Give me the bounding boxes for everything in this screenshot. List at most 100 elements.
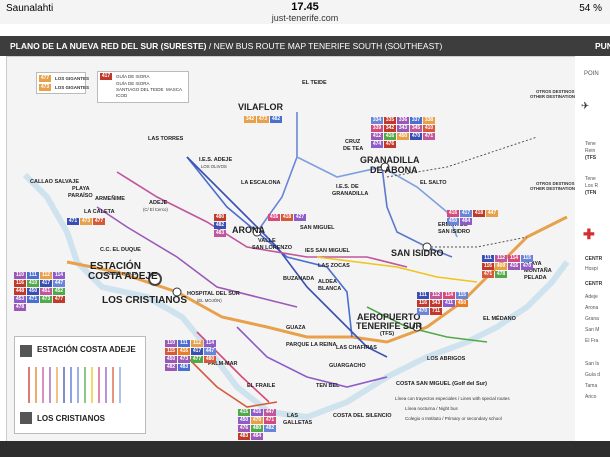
clock: 17.45	[291, 1, 319, 13]
place-parque-la-reina: PARQUE LA REINA	[286, 342, 337, 348]
address-bar-url[interactable]: just-tenerife.com	[271, 13, 339, 23]
route-chip: 482	[214, 222, 226, 229]
legend-guia-isora-2: GUÍA DE ISORA	[116, 81, 150, 86]
place-galletas: GALLETAS	[283, 420, 313, 426]
route-chip: 451	[40, 288, 52, 295]
route-chip: 473	[257, 116, 269, 123]
route-chip: 447	[486, 210, 498, 217]
route-chip: 470	[251, 417, 263, 424]
place-ten-bel: TEN BEL	[316, 383, 340, 389]
place-ies-adeje: I.E.S. ADEJE	[199, 157, 233, 163]
place-ies-san-miguel: IES SAN MIGUEL	[305, 248, 350, 254]
route-chip: 478	[14, 304, 26, 311]
route-chip: 115	[521, 255, 533, 262]
route-chip: 342	[384, 125, 396, 132]
gigantes-legend: 477 LOS GIGANTES 473 LOS GIGANTES	[36, 72, 89, 94]
legend-santiago: SANTIAGO DEL TEIDE	[116, 87, 164, 92]
rp-line-16: San Is	[585, 361, 600, 367]
rp-line-2: Tene	[585, 141, 596, 147]
route-chip: 411	[443, 300, 455, 307]
route-chip: 447	[264, 409, 276, 416]
route-chip: 477	[93, 218, 105, 225]
route-chip: 115	[165, 348, 177, 355]
route-chip: 473	[39, 84, 51, 91]
points-panel: POIN ✈ Tene Rein (TFS Tene Los R (TFN ✚ …	[575, 56, 610, 441]
route-chip: 711	[430, 308, 442, 315]
legend-school: Colegio o Instituto / Primary or seconda…	[405, 416, 502, 421]
route-chip: 416	[384, 133, 396, 140]
station-icon-2	[20, 412, 32, 424]
rp-line-17: Guía d	[585, 372, 601, 378]
airplane-icon: ✈	[581, 101, 590, 112]
place-cruz-de-tea: CRUZ	[345, 139, 361, 145]
place-los-olivos: LOS OLIVOS	[201, 164, 227, 169]
route-chip: 447	[53, 280, 65, 287]
map-title-bar: PLANO DE LA NUEVA RED DEL SUR (SURESTE) …	[0, 36, 575, 56]
place-adeje: ADEJE	[149, 200, 168, 206]
route-chip: 473	[178, 356, 190, 363]
rp-line-18: Tama	[585, 383, 598, 389]
place-playa-montana-2: MONTAÑA	[524, 268, 552, 274]
route-chip: 482	[165, 364, 177, 371]
route-chip: 416	[178, 348, 190, 355]
route-chip: 110	[14, 272, 26, 279]
place-la-caleta: LA CALETA	[84, 209, 115, 215]
route-chip: 339	[371, 125, 383, 132]
route-chip: 110	[165, 340, 177, 347]
route-chip: 335	[384, 117, 396, 124]
place-granadilla: GRANADILLA	[360, 155, 420, 165]
route-chip: 415	[238, 409, 250, 416]
route-chip: 418	[281, 214, 293, 221]
map-title-es: PLANO DE LA NUEVA RED DEL SUR (SURESTE)	[10, 41, 207, 51]
hospital-cross-icon: ✚	[583, 226, 595, 242]
place-estacion: ESTACIÓN	[90, 261, 141, 272]
route-chip: 334	[371, 117, 383, 124]
place-costa-adeje: COSTA ADEJE	[88, 271, 158, 282]
place-playa-paraiso: PLAYA	[72, 186, 90, 192]
route-chip: 480	[204, 356, 216, 363]
route-chip: 450	[27, 288, 39, 295]
rp-line-14: San M	[585, 327, 600, 333]
place-el-salto: EL SALTO	[420, 180, 447, 186]
route-chip: 112	[40, 272, 52, 279]
route-chip: 482	[264, 425, 276, 432]
route-chip: 416	[508, 263, 520, 270]
place-san-miguel: SAN MIGUEL	[300, 225, 335, 231]
rp-line-9: Hospi	[585, 266, 598, 272]
place-guargacho: GUARGACHO	[329, 363, 366, 369]
station-legend: ESTACIÓN COSTA ADEJE LOS CRISTIANOS	[14, 336, 146, 434]
rp-line-7: (TFN	[585, 190, 597, 196]
rp-line-5: Tene	[585, 176, 596, 182]
place-las-torres: LAS TORRES	[148, 136, 184, 142]
route-chip: 477	[39, 75, 51, 82]
station-icon	[20, 345, 32, 357]
place-buzanada: BUZANADA	[283, 276, 315, 282]
route-chip: 473	[40, 296, 52, 303]
route-chip: 450	[456, 300, 468, 307]
route-chip: 450	[397, 133, 409, 140]
route-chip: 416	[268, 214, 280, 221]
other-dest-1: OTROS DESTINOS	[536, 89, 575, 94]
place-costa-silencio: COSTA DEL SILENCIO	[333, 413, 392, 419]
route-chip: 345	[410, 125, 422, 132]
route-chip: 111	[27, 272, 39, 279]
place-de-abona: DE ABONA	[370, 165, 418, 175]
route-chip: 448	[14, 288, 26, 295]
bottom-strip	[0, 441, 610, 457]
rp-line-11: Adeje	[585, 294, 598, 300]
route-chip: 476	[238, 425, 250, 432]
route-chip: 477	[53, 296, 65, 303]
route-chip: 470	[417, 308, 429, 315]
route-chip: 477	[191, 356, 203, 363]
rp-line-12: Arona	[585, 305, 599, 311]
rp-line-3: Rein	[585, 148, 596, 154]
route-chip: 418	[473, 210, 485, 217]
route-chip: 116	[417, 300, 429, 307]
place-valle: VALLE	[258, 238, 276, 244]
route-chip: 483	[178, 364, 190, 371]
